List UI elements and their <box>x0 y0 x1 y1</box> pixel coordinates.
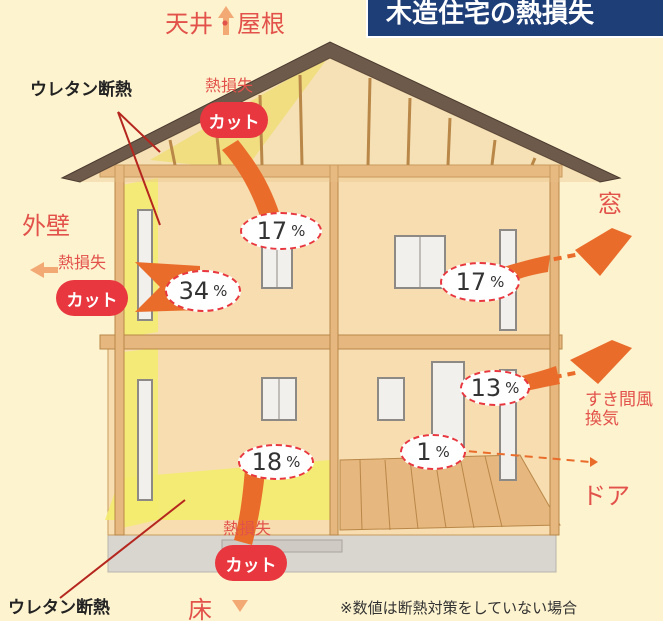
insulation-label-wall: ウレタン断熱 <box>30 80 132 100</box>
insulation-pointers <box>59 111 186 599</box>
cut-badge-wall-text: カット <box>66 290 118 311</box>
percent-roof: 17% <box>240 212 322 250</box>
heat-loss-label-wall: 熱損失 <box>58 253 107 272</box>
label-draft: すき間風 <box>585 390 653 410</box>
dash-draft <box>539 370 581 382</box>
percent-floor-unit: % <box>286 453 301 471</box>
window-left-lower <box>137 379 153 501</box>
heat-loss-label-floor: 熱損失 <box>223 519 272 538</box>
percent-draft-value: 13 <box>470 374 502 402</box>
cut-badge-floor: カット <box>215 545 287 581</box>
percent-wall-value: 34 <box>178 277 210 305</box>
label-floor: 床 <box>188 596 212 621</box>
percent-window-unit: % <box>490 273 505 291</box>
roof-frame <box>80 58 600 182</box>
heat-loss-label-roof: 熱損失 <box>205 76 254 95</box>
arrow-draft-head <box>570 340 632 384</box>
dash-window <box>539 252 581 264</box>
percent-window: 17% <box>440 262 520 302</box>
label-window: 窓 <box>598 190 622 218</box>
arrow-floor <box>234 468 265 545</box>
cut-badge-wall: カット <box>56 280 128 316</box>
percent-draft: 13% <box>460 370 530 406</box>
percent-roof-value: 17 <box>256 217 288 245</box>
percent-door: 1% <box>400 434 466 470</box>
arrow-window-head <box>575 228 632 276</box>
arrow-door-head <box>590 457 598 467</box>
percent-wall: 34% <box>165 270 241 312</box>
footnote: ※数値は断熱対策をしていない場合 <box>340 599 578 617</box>
percent-door-value: 1 <box>416 438 432 466</box>
title-banner: 木造住宅の熱損失 <box>366 0 663 38</box>
dash-door <box>454 449 591 463</box>
cut-badge-roof: カット <box>200 102 268 138</box>
arrow-roof-up <box>218 6 234 35</box>
label-ventilation: 換気 <box>585 409 619 429</box>
label-door: ドア <box>582 482 630 510</box>
arrow-floor-down <box>232 600 248 612</box>
label-wall: 外壁 <box>22 212 70 240</box>
percent-window-value: 17 <box>455 268 487 296</box>
percent-floor-value: 18 <box>251 448 283 476</box>
cut-badge-floor-text: カット <box>225 555 277 576</box>
percent-floor: 18% <box>238 444 314 480</box>
cut-badge-roof-text: カット <box>208 112 260 133</box>
window-lower-mid <box>377 377 405 421</box>
roof-edge <box>60 41 622 183</box>
percent-door-unit: % <box>435 443 450 461</box>
arrow-wall-out <box>30 262 58 278</box>
arrow-roof <box>222 140 280 222</box>
label-roof: 天井・屋根 <box>165 10 285 38</box>
percent-roof-unit: % <box>291 222 306 240</box>
percent-draft-unit: % <box>505 379 520 397</box>
percent-wall-unit: % <box>213 282 228 300</box>
insulation-label-floor: ウレタン断熱 <box>8 598 110 618</box>
banner-title: 木造住宅の熱損失 <box>386 0 595 29</box>
